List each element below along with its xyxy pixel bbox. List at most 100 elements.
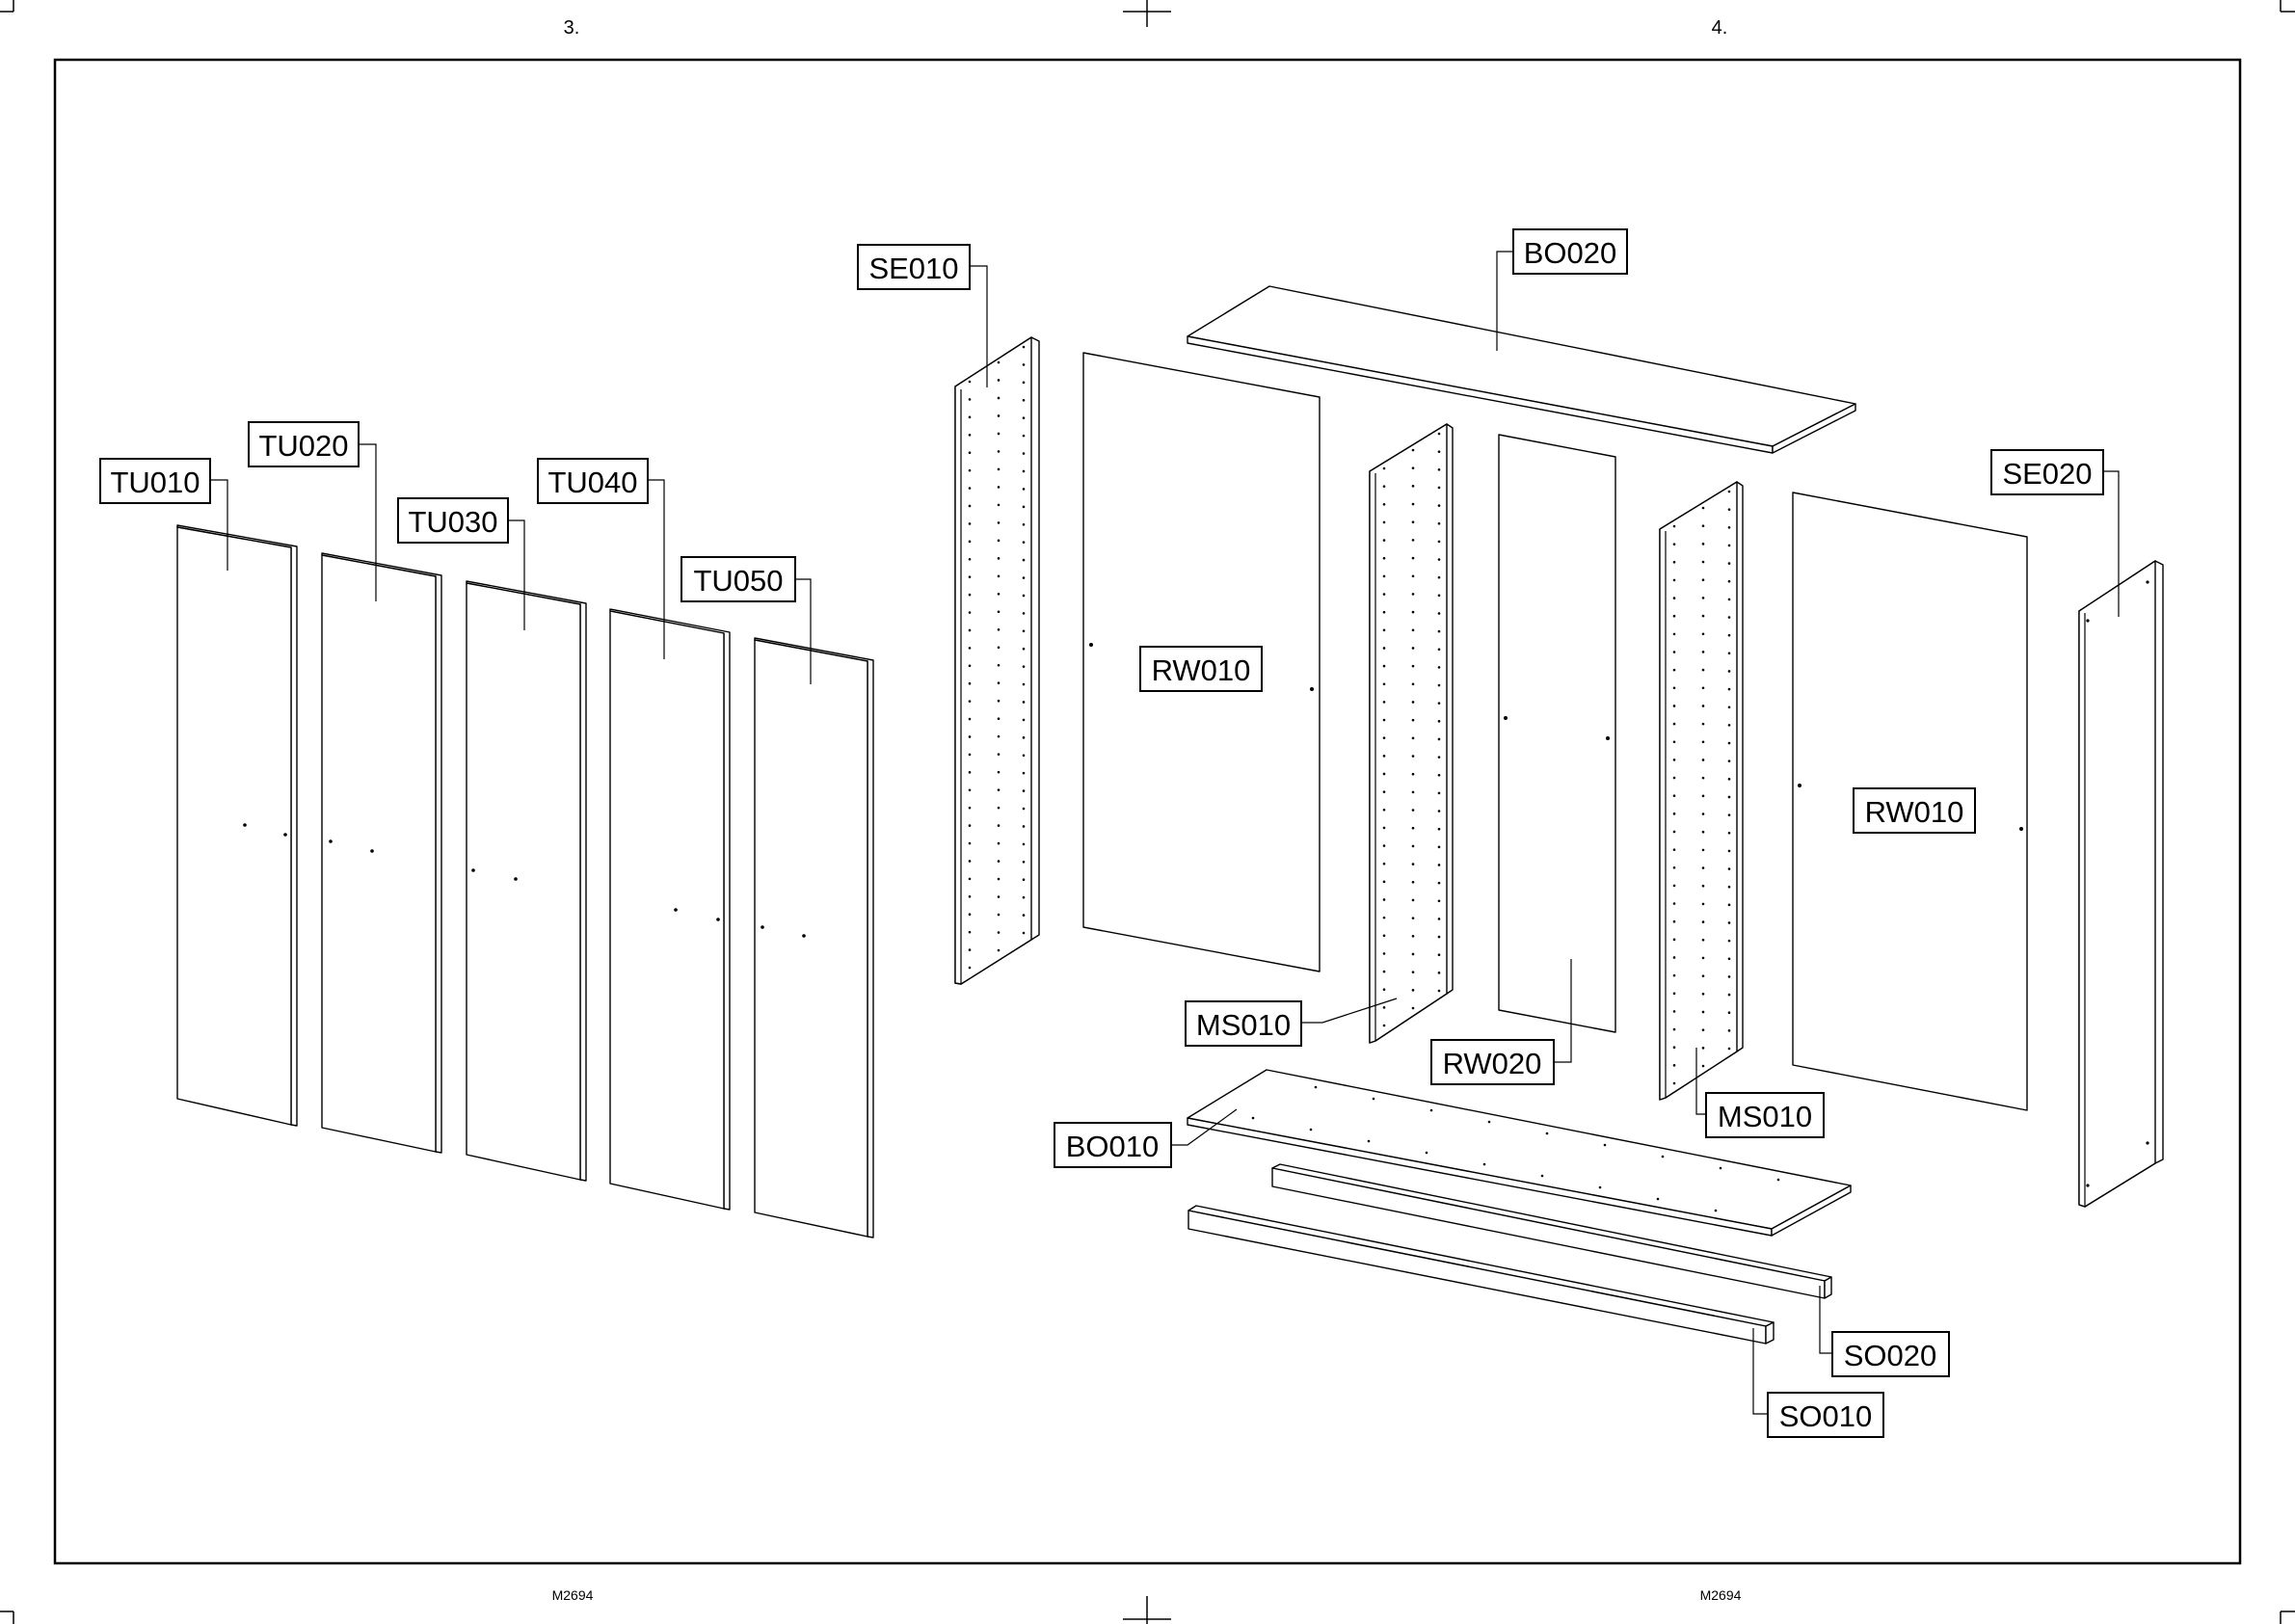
panel-tu020	[322, 553, 441, 1153]
drill-hole	[998, 807, 1001, 810]
page-number-left: 3.	[564, 17, 580, 39]
drill-hole	[1673, 866, 1676, 869]
drill-hole	[969, 398, 972, 401]
drill-hole	[1023, 808, 1026, 811]
drill-hole	[998, 504, 1001, 507]
drill-hole	[1383, 881, 1386, 884]
drill-hole	[1412, 953, 1415, 956]
label-tu020: TU020	[249, 422, 359, 466]
drill-hole	[969, 931, 972, 934]
drill-hole	[1438, 792, 1441, 795]
drill-hole	[1728, 940, 1731, 943]
drill-hole	[1383, 647, 1386, 650]
drill-hole	[1023, 736, 1026, 739]
drill-hole	[1438, 990, 1441, 993]
drill-hole	[1673, 669, 1676, 672]
drill-hole	[969, 505, 972, 508]
drill-hole	[1023, 452, 1026, 455]
drill-hole	[1438, 918, 1441, 920]
drill-hole	[1702, 920, 1705, 923]
drill-hole	[998, 361, 1001, 364]
drill-hole	[1023, 576, 1026, 579]
drill-hole	[969, 788, 972, 791]
drill-hole	[969, 522, 972, 525]
svg-text:TU040: TU040	[547, 466, 637, 499]
drill-hole	[1023, 754, 1026, 757]
drill-hole	[1373, 1098, 1375, 1101]
drill-hole	[1673, 992, 1676, 995]
drill-hole	[1702, 939, 1705, 942]
part-ms010-left	[1370, 424, 1453, 1043]
drill-hole	[1728, 1029, 1731, 1032]
drill-hole	[1546, 1132, 1549, 1135]
drill-hole	[1412, 791, 1415, 794]
panel-tu030	[467, 581, 586, 1181]
drill-hole	[1412, 881, 1415, 884]
drill-hole	[1023, 541, 1026, 544]
drill-hole	[1702, 741, 1705, 744]
drill-hole	[1438, 936, 1441, 939]
drill-hole	[1728, 508, 1731, 511]
svg-text:BO010: BO010	[1066, 1130, 1160, 1163]
drill-hole	[1728, 706, 1731, 708]
drill-hole	[1438, 612, 1441, 615]
label-rw010-right: RW010	[1854, 788, 1975, 833]
drill-hole	[1728, 616, 1731, 619]
drill-hole	[1673, 723, 1676, 726]
drill-hole	[1412, 701, 1415, 704]
drill-hole	[1023, 825, 1026, 828]
drill-hole	[1412, 935, 1415, 938]
drill-hole	[1438, 595, 1441, 598]
footer-code-left: M2694	[552, 1587, 594, 1603]
drill-hole	[1383, 827, 1386, 830]
svg-text:RW010: RW010	[1865, 795, 1964, 829]
drill-hole	[1728, 759, 1731, 762]
drill-hole	[1412, 863, 1415, 865]
drill-hole	[1702, 507, 1705, 510]
svg-text:TU050: TU050	[693, 564, 783, 598]
drill-hole	[1438, 576, 1441, 579]
drill-hole	[1438, 433, 1441, 436]
drill-hole	[1412, 647, 1415, 650]
drill-hole	[1673, 1082, 1676, 1085]
drill-hole	[1023, 914, 1026, 917]
drill-hole	[1702, 795, 1705, 798]
drill-hole	[1728, 975, 1731, 978]
drill-hole	[1438, 828, 1441, 831]
drill-hole	[1728, 491, 1731, 493]
drill-hole	[969, 434, 972, 437]
drill-hole	[998, 664, 1001, 667]
drill-hole	[998, 468, 1001, 471]
drill-hole	[1412, 628, 1415, 631]
drill-hole	[1702, 866, 1705, 869]
drill-hole	[1438, 487, 1441, 490]
drill-hole	[1728, 1011, 1731, 1014]
drill-hole	[1412, 683, 1415, 686]
panel-tu050	[755, 638, 873, 1238]
drill-hole	[1383, 1025, 1386, 1027]
drill-hole	[1728, 904, 1731, 907]
svg-text:MS010: MS010	[1718, 1100, 1812, 1133]
drill-hole	[1702, 1065, 1705, 1068]
drill-hole	[969, 558, 972, 561]
drill-hole	[1412, 503, 1415, 506]
svg-text:SE020: SE020	[2002, 457, 2092, 491]
drill-hole	[998, 771, 1001, 774]
drill-hole	[998, 575, 1001, 578]
label-ms010-right: MS010	[1706, 1093, 1824, 1137]
drill-hole	[1023, 932, 1026, 935]
drill-hole	[1728, 724, 1731, 727]
drill-hole	[998, 681, 1001, 684]
drill-hole	[1023, 629, 1026, 632]
drill-hole	[998, 628, 1001, 631]
drill-hole	[1673, 759, 1676, 761]
drill-hole	[998, 379, 1001, 382]
drill-hole	[1023, 506, 1026, 509]
drill-hole	[1438, 899, 1441, 902]
drill-hole	[998, 397, 1001, 400]
drill-hole	[969, 575, 972, 578]
drill-hole	[1412, 665, 1415, 668]
drill-hole	[998, 860, 1001, 863]
drill-hole	[1023, 789, 1026, 792]
drill-hole	[969, 451, 972, 454]
